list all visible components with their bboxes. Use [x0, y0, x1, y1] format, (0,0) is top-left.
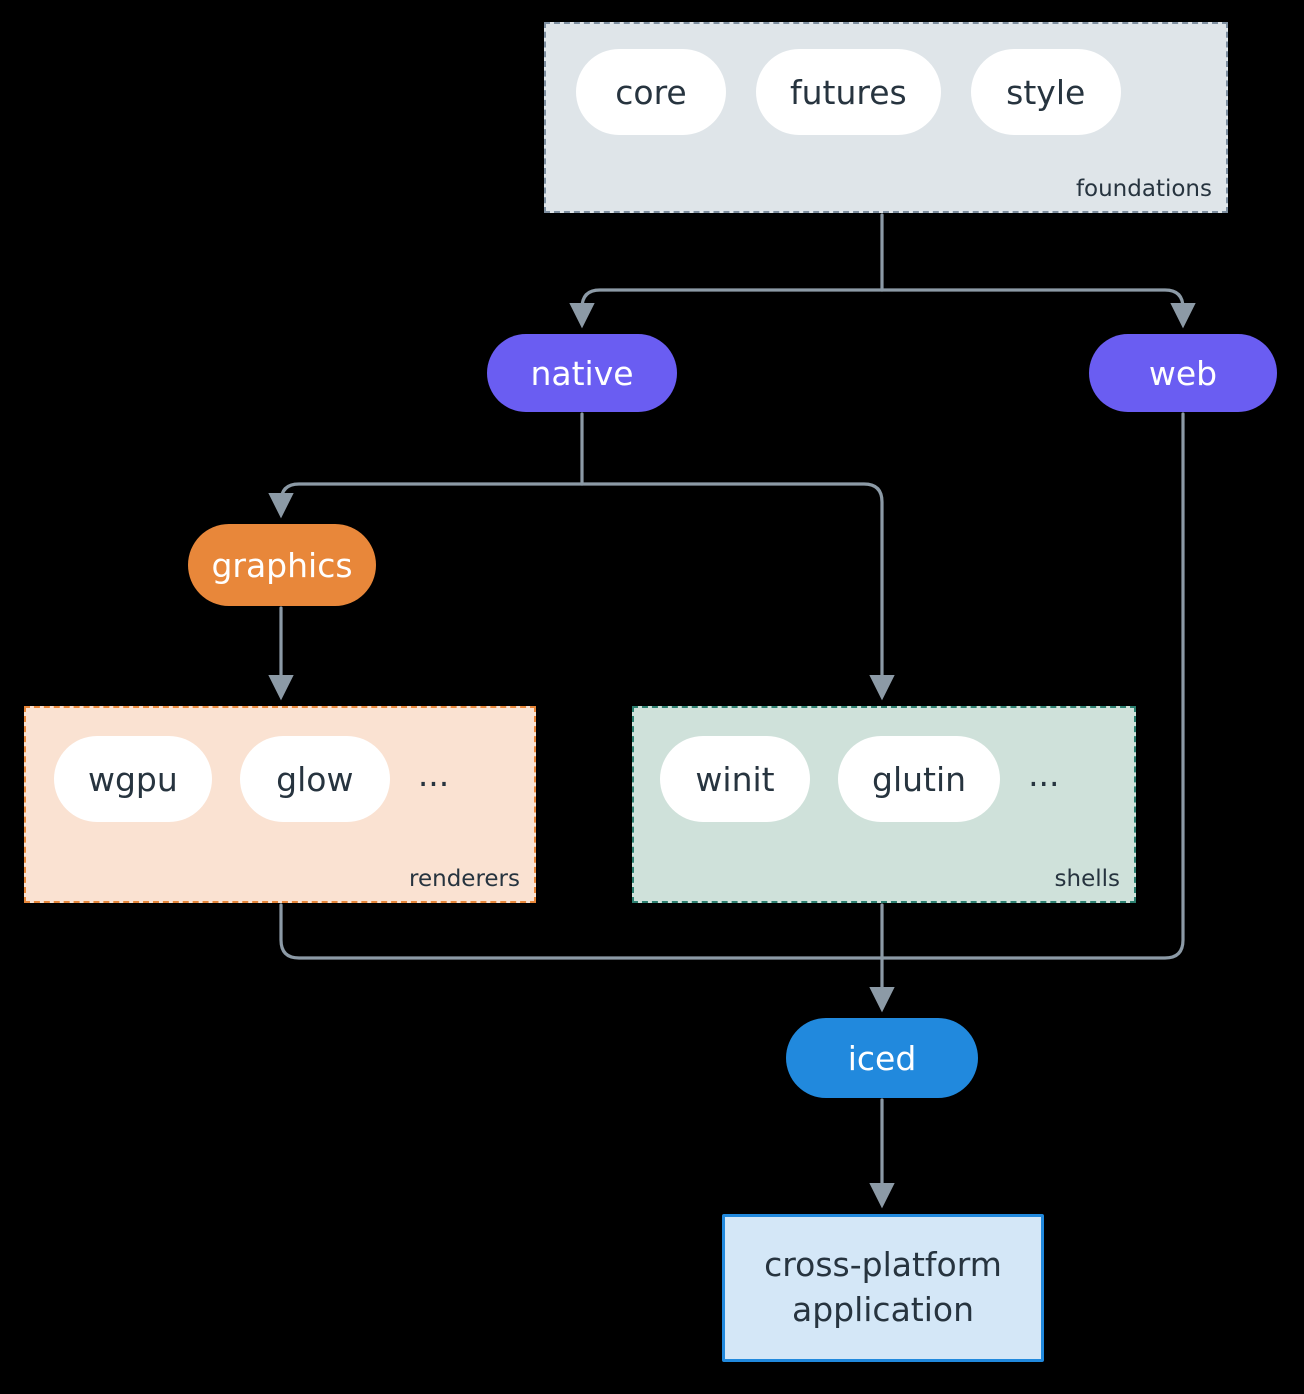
shells-more-ellipsis: ...: [1028, 754, 1060, 794]
edge-native-to-shells: [580, 482, 895, 701]
node-native-label: native: [530, 353, 634, 393]
pill-futures[interactable]: futures: [756, 49, 941, 135]
group-label-foundations: foundations: [1075, 176, 1212, 202]
group-foundations: core futures style foundations: [544, 22, 1228, 213]
pill-glow[interactable]: glow: [239, 736, 390, 822]
node-web-label: web: [1148, 353, 1218, 393]
node-graphics-label: graphics: [211, 545, 353, 585]
node-iced-label: iced: [847, 1038, 917, 1078]
foundations-pill-row: core futures style: [576, 49, 1121, 135]
pill-wgpu[interactable]: wgpu: [54, 736, 212, 822]
node-graphics[interactable]: graphics: [188, 524, 376, 606]
pill-winit[interactable]: winit: [660, 736, 810, 822]
group-shells: winit glutin ... shells: [632, 706, 1136, 903]
group-renderers: wgpu glow ... renderers: [24, 706, 536, 903]
edge-foundations-to-web: [880, 288, 1196, 329]
renderers-pill-row: wgpu glow ...: [54, 736, 449, 822]
node-web[interactable]: web: [1089, 334, 1277, 412]
pill-core[interactable]: core: [576, 49, 726, 135]
application-label-line1: cross-platform: [764, 1245, 1002, 1285]
renderers-more-ellipsis: ...: [417, 754, 450, 794]
edge-foundations-to-native: [569, 288, 884, 329]
node-native[interactable]: native: [487, 334, 677, 412]
application-label-line2: application: [791, 1290, 975, 1329]
group-label-shells: shells: [1054, 866, 1120, 892]
pill-style[interactable]: style: [970, 49, 1121, 135]
node-cross-platform-application[interactable]: cross-platform application: [722, 1214, 1044, 1362]
node-iced[interactable]: iced: [786, 1018, 978, 1098]
group-label-renderers: renderers: [409, 866, 520, 892]
shells-pill-row: winit glutin ...: [660, 736, 1060, 822]
edge-renderers-to-iced: [279, 903, 884, 960]
pill-glutin[interactable]: glutin: [838, 736, 1001, 822]
edge-native-to-graphics: [268, 482, 584, 519]
